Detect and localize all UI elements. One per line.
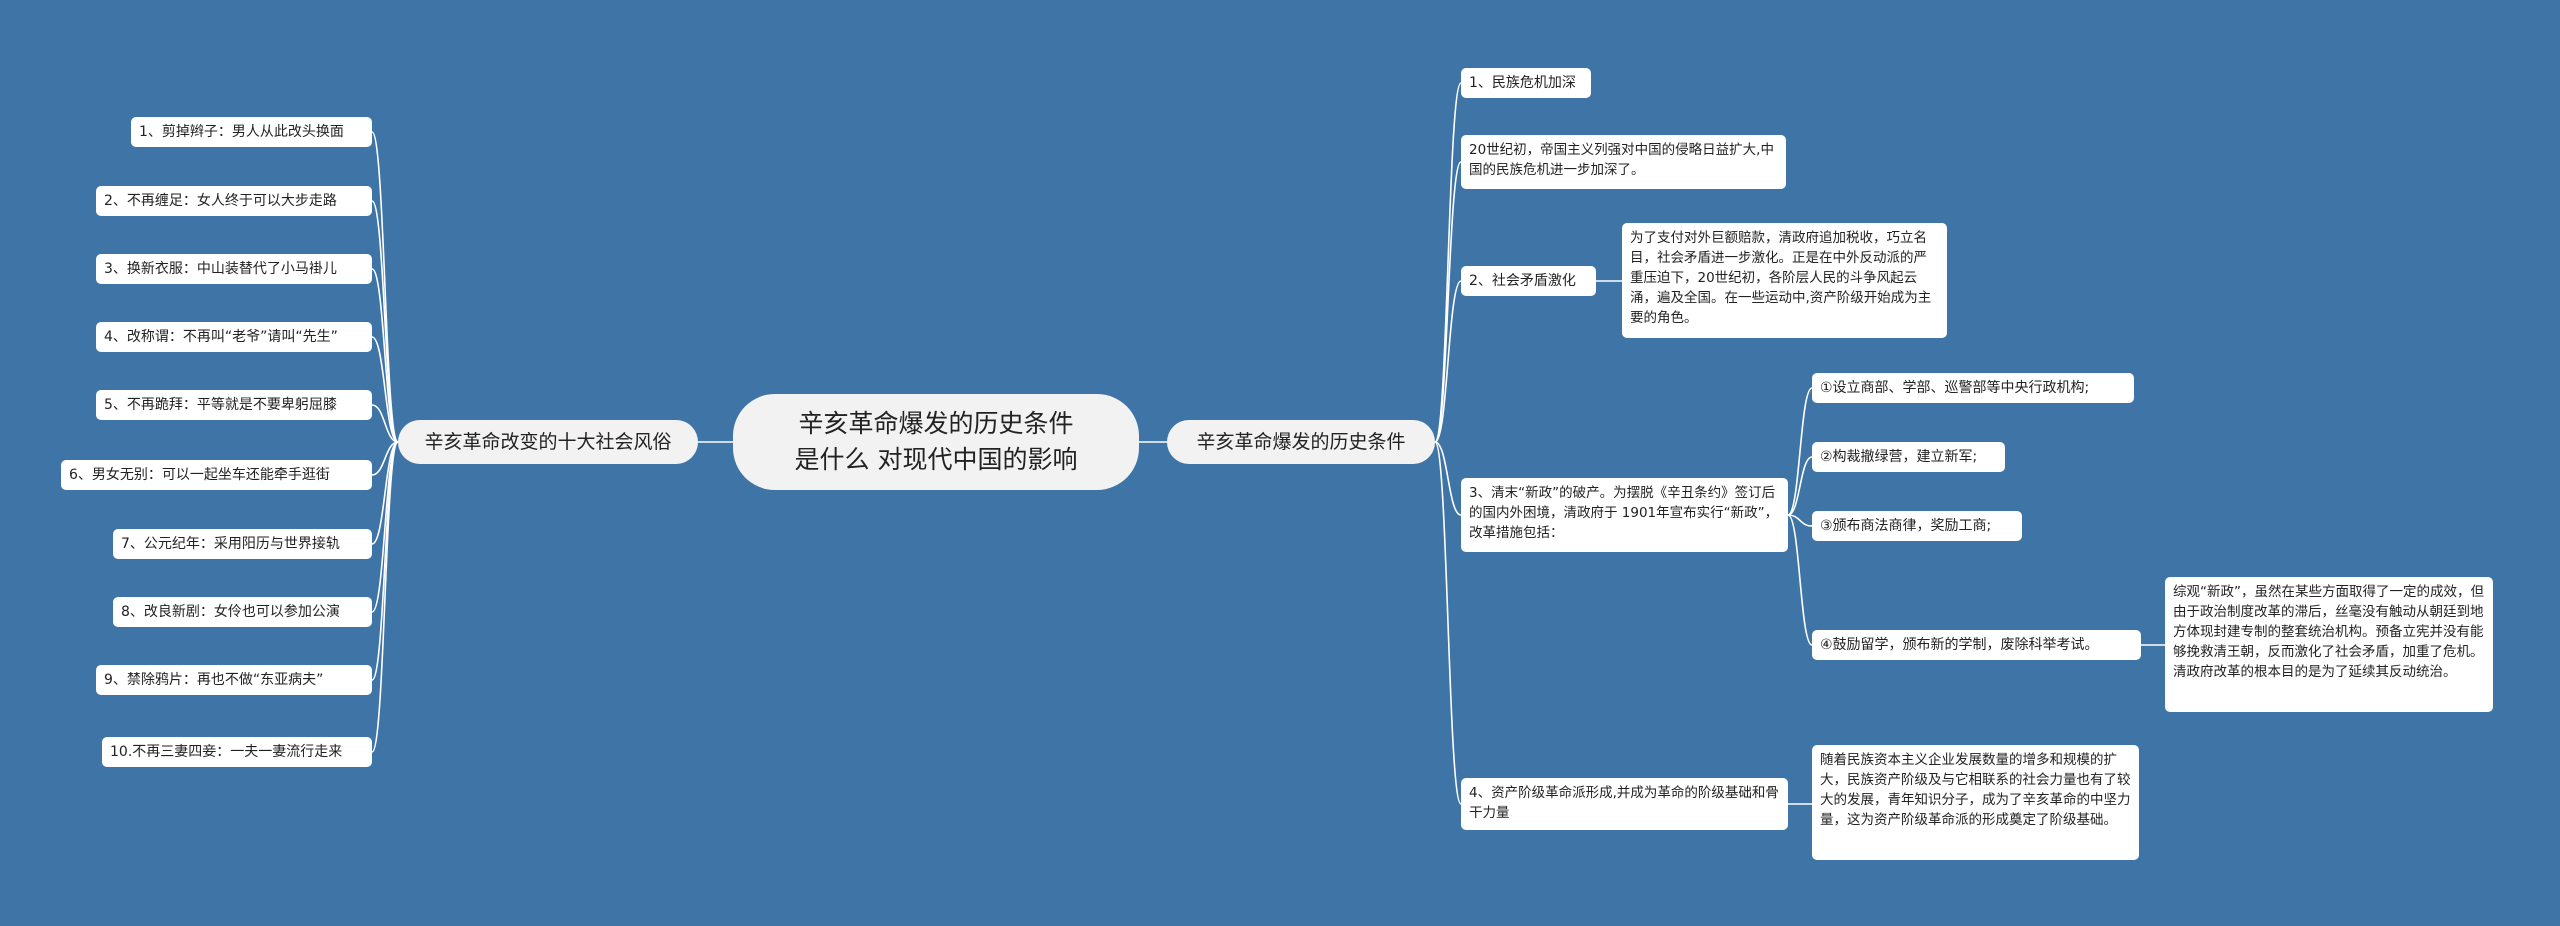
- left-item-8[interactable]: 8、改良新剧：女伶也可以参加公演: [113, 597, 372, 627]
- left-item-6[interactable]: 6、男女无别：可以一起坐车还能牵手逛街: [61, 460, 372, 490]
- link-left-item-10: [371, 441, 399, 753]
- link-left-item-2: [371, 200, 399, 443]
- link-left-item-4: [371, 336, 399, 443]
- condition-1-detail[interactable]: 20世纪初，帝国主义列强对中国的侵略日益扩大,中国的民族危机进一步加深了。: [1461, 135, 1786, 189]
- link-right-3: [1434, 441, 1462, 516]
- link-left-item-3: [371, 268, 399, 443]
- link-reform-2: [1787, 456, 1813, 516]
- left-item-7[interactable]: 7、公元纪年：采用阳历与世界接轨: [113, 529, 372, 559]
- left-item-1[interactable]: 1、剪掉辫子：男人从此改头换面: [131, 117, 372, 147]
- link-reform-1: [1787, 387, 1813, 516]
- new-policy-evaluation[interactable]: 综观“新政”，虽然在某些方面取得了一定的成效，但由于政治制度改革的滞后，丝毫没有…: [2165, 577, 2493, 712]
- branch-left-social-customs[interactable]: 辛亥革命改变的十大社会风俗: [398, 420, 698, 464]
- root-topic[interactable]: 辛亥革命爆发的历史条件 是什么 对现代中国的影响: [733, 394, 1139, 490]
- link-reform-3: [1787, 514, 1813, 527]
- link-right-4: [1434, 441, 1462, 805]
- link-right-2: [1434, 280, 1462, 443]
- branch-right-historical-conditions[interactable]: 辛亥革命爆发的历史条件: [1167, 420, 1435, 464]
- condition-4-title[interactable]: 4、资产阶级革命派形成,并成为革命的阶级基础和骨干力量: [1461, 778, 1788, 830]
- link-right-1-detail: [1434, 161, 1462, 443]
- condition-4-detail[interactable]: 随着民族资本主义企业发展数量的增多和规模的扩大，民族资产阶级及与它相联系的社会力…: [1812, 745, 2139, 860]
- reform-measure-2[interactable]: ②构裁撤绿营，建立新军;: [1812, 442, 2005, 472]
- link-right-1: [1434, 82, 1462, 443]
- condition-2-detail[interactable]: 为了支付对外巨额赔款，清政府追加税收，巧立名目，社会矛盾进一步激化。正是在中外反…: [1622, 223, 1947, 338]
- root-title-line2: 是什么 对现代中国的影响: [794, 445, 1078, 474]
- left-item-9[interactable]: 9、禁除鸦片：再也不做“东亚病夫”: [96, 665, 372, 695]
- condition-3-title[interactable]: 3、清末“新政”的破产。为摆脱《辛丑条约》签订后的国内外困境，清政府于 1901…: [1461, 478, 1788, 552]
- reform-measure-4[interactable]: ④鼓励留学，颁布新的学制，废除科举考试。: [1812, 630, 2141, 660]
- condition-1-title[interactable]: 1、民族危机加深: [1461, 68, 1591, 98]
- root-title-line1: 辛亥革命爆发的历史条件: [798, 409, 1074, 438]
- left-item-10[interactable]: 10.不再三妻四妾：一夫一妻流行走来: [102, 737, 372, 767]
- reform-measure-3[interactable]: ③颁布商法商律，奖励工商;: [1812, 511, 2022, 541]
- link-reform-4: [1787, 514, 1813, 646]
- condition-2-title[interactable]: 2、社会矛盾激化: [1461, 266, 1596, 296]
- left-item-3[interactable]: 3、换新衣服：中山装替代了小马褂儿: [96, 254, 372, 284]
- link-left-item-9: [371, 441, 399, 681]
- link-left-item-5: [371, 404, 399, 443]
- reform-measure-1[interactable]: ①设立商部、学部、巡警部等中央行政机构;: [1812, 373, 2134, 403]
- left-item-5[interactable]: 5、不再跪拜：平等就是不要卑躬屈膝: [96, 390, 372, 420]
- left-item-2[interactable]: 2、不再缠足：女人终于可以大步走路: [96, 186, 372, 216]
- left-item-4[interactable]: 4、改称谓：不再叫“老爷”请叫“先生”: [96, 322, 372, 352]
